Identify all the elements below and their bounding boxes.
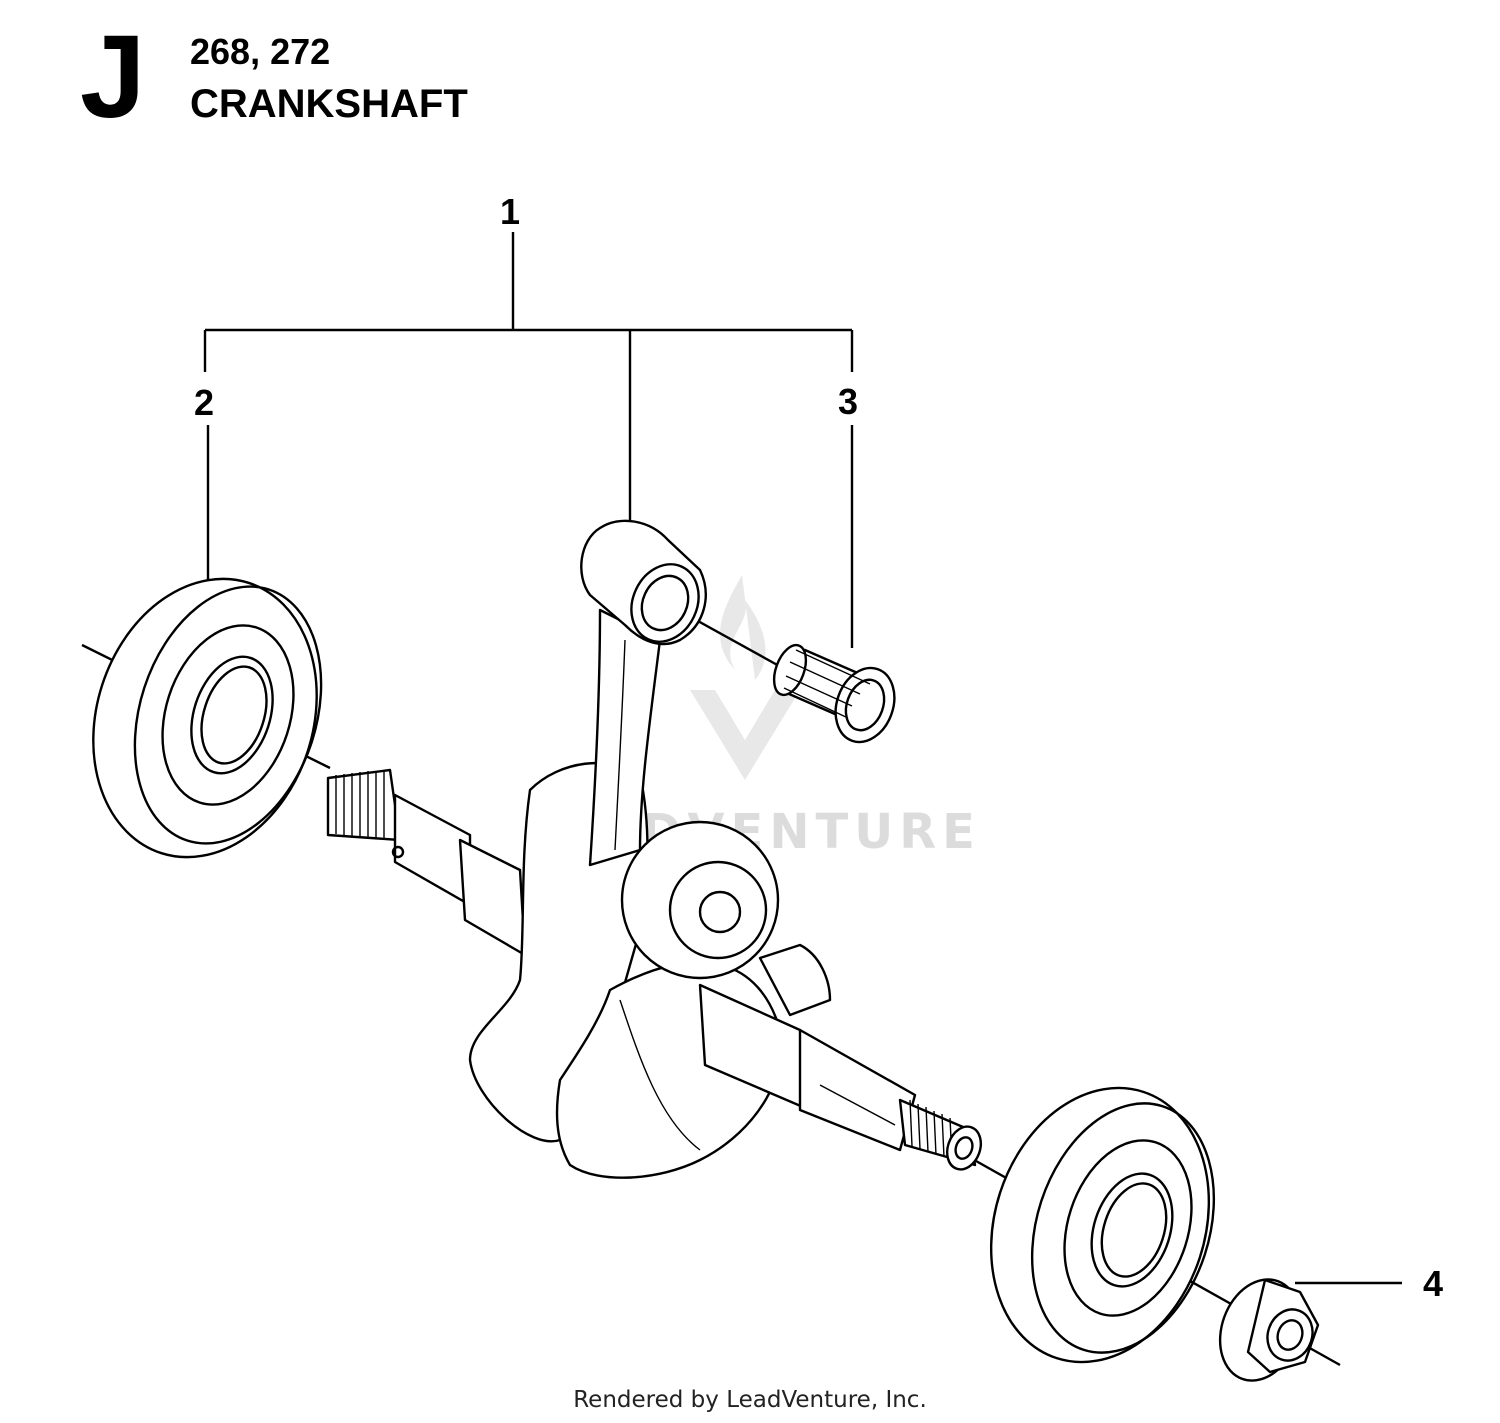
leader-lines	[203, 232, 1402, 1285]
callout-2: 2	[194, 382, 214, 423]
connecting-rod	[580, 519, 780, 980]
footer-credit: Rendered by LeadVenture, Inc.	[573, 1387, 927, 1413]
main-bearing-left	[92, 577, 323, 859]
needle-bearing	[772, 643, 896, 744]
main-bearing-right	[989, 1086, 1216, 1364]
callout-3: 3	[838, 381, 858, 422]
crankshaft-left-shaft	[326, 768, 527, 957]
crankshaft-right-shaft	[698, 983, 983, 1171]
callout-1: 1	[500, 191, 520, 232]
callout-4: 4	[1423, 1263, 1443, 1304]
flange-nut	[1218, 1278, 1320, 1382]
diagram-title: CRANKSHAFT	[190, 82, 468, 126]
model-numbers: 268, 272	[190, 31, 331, 72]
section-letter: J	[80, 11, 146, 143]
